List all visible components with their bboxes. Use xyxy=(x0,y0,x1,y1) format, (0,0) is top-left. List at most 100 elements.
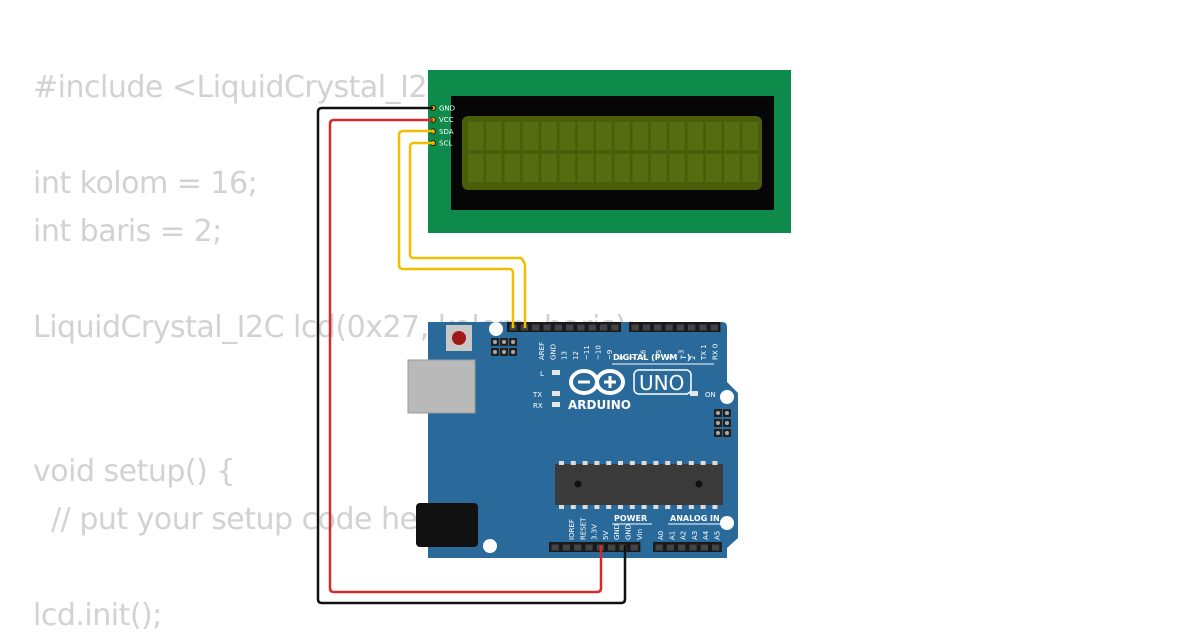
header-socket[interactable] xyxy=(588,324,596,331)
code-line: int baris = 2; xyxy=(33,214,222,249)
arduino-brand-label: ARDUINO xyxy=(568,398,631,412)
header-socket[interactable] xyxy=(608,544,616,551)
wire-vcc[interactable] xyxy=(328,118,603,594)
lcd-char-cell xyxy=(596,122,612,150)
header-socket[interactable] xyxy=(566,324,574,331)
lcd-char-cell xyxy=(632,154,649,182)
header-socket[interactable] xyxy=(574,544,582,551)
header-socket[interactable] xyxy=(551,544,559,551)
header-socket[interactable] xyxy=(688,324,696,331)
header-socket[interactable] xyxy=(642,324,651,331)
header-socket[interactable] xyxy=(554,324,562,331)
chip-leg xyxy=(594,505,600,509)
header-socket[interactable] xyxy=(654,324,662,331)
lcd-char-cell xyxy=(742,122,758,150)
chip-leg xyxy=(665,461,671,465)
header-socket[interactable] xyxy=(619,544,627,551)
chip-leg xyxy=(594,461,600,465)
chip-leg xyxy=(606,461,612,465)
arduino-infinity-logo xyxy=(569,369,625,395)
header-socket[interactable] xyxy=(676,324,684,331)
led-on-label: ON xyxy=(705,391,716,399)
chip-leg xyxy=(665,505,671,509)
digital-header-label: DIGITAL (PWM ~) xyxy=(613,353,691,362)
header-socket[interactable] xyxy=(562,544,571,551)
header-socket[interactable] xyxy=(699,324,707,331)
pin-label: TX 1 xyxy=(700,344,708,361)
lcd-char-cell xyxy=(468,122,484,150)
header-socket[interactable] xyxy=(678,544,686,551)
lcd-char-cell xyxy=(742,154,758,182)
chip-leg xyxy=(641,461,647,465)
lcd-char-cell xyxy=(651,122,667,150)
pin-label: GND xyxy=(613,524,621,540)
lcd-char-cell xyxy=(596,154,612,182)
icsp-header xyxy=(491,338,517,356)
pin-label: 12 xyxy=(572,351,580,360)
chip-leg xyxy=(653,505,659,509)
icsp-pin-dot xyxy=(493,340,497,344)
led-on xyxy=(690,391,698,396)
power-header xyxy=(549,542,641,552)
header-socket[interactable] xyxy=(631,324,639,331)
mount-hole xyxy=(489,322,503,336)
header-socket[interactable] xyxy=(689,544,697,551)
chip-leg xyxy=(629,461,635,465)
pin-label: 5V xyxy=(602,531,610,540)
lcd-char-cell xyxy=(705,154,722,182)
icsp-pin-dot xyxy=(725,411,729,415)
header-strip xyxy=(653,542,722,552)
pin-label: ~3 xyxy=(678,350,686,360)
chip-dot xyxy=(574,480,582,488)
icsp-pin-dot xyxy=(716,421,720,425)
header-socket[interactable] xyxy=(611,324,619,331)
power-header-label: POWER xyxy=(614,514,647,523)
header-socket[interactable] xyxy=(712,544,720,551)
header-socket[interactable] xyxy=(666,544,675,551)
lcd-char-cell xyxy=(541,154,557,182)
header-socket[interactable] xyxy=(532,324,540,331)
wire-sda[interactable] xyxy=(397,129,515,328)
led-l-label: L xyxy=(540,370,544,378)
lcd-char-cell xyxy=(669,154,685,182)
lcd-char-cell xyxy=(577,122,594,150)
chip-leg xyxy=(559,505,564,509)
chip-leg xyxy=(618,505,623,509)
pin-label: RX 0 xyxy=(712,344,720,360)
header-socket[interactable] xyxy=(630,544,638,551)
pin-label: AREF xyxy=(538,342,546,360)
lcd-character-grid xyxy=(468,122,758,182)
lcd-char-cell xyxy=(541,122,557,150)
lcd-char-cell xyxy=(614,154,630,182)
lcd-char-cell xyxy=(705,122,722,150)
wire-gnd[interactable] xyxy=(316,106,627,605)
icsp-pin-dot xyxy=(502,340,506,344)
header-socket[interactable] xyxy=(665,324,673,331)
chip-leg xyxy=(688,505,694,509)
chip-leg xyxy=(677,461,682,465)
pin-label: GND xyxy=(625,524,633,540)
header-socket[interactable] xyxy=(700,544,708,551)
led-rx xyxy=(552,402,560,407)
pin-label: 2 xyxy=(689,356,697,360)
chip-leg xyxy=(629,505,635,509)
header-socket[interactable] xyxy=(599,324,608,331)
chip-leg xyxy=(688,461,694,465)
analog-header xyxy=(653,542,722,552)
icsp-pin-dot xyxy=(716,431,720,435)
header-socket[interactable] xyxy=(543,324,551,331)
chip-leg xyxy=(712,461,718,465)
reset-button[interactable] xyxy=(452,331,466,345)
wire-scl[interactable] xyxy=(408,141,527,328)
header-socket[interactable] xyxy=(577,324,585,331)
header-socket[interactable] xyxy=(710,324,718,331)
header-socket[interactable] xyxy=(585,544,593,551)
pin-label: A4 xyxy=(702,530,710,540)
lcd-char-cell xyxy=(522,154,539,182)
pin-label: ~11 xyxy=(583,345,591,360)
header-socket[interactable] xyxy=(655,544,663,551)
arduino-model-label: UNO xyxy=(639,371,684,395)
